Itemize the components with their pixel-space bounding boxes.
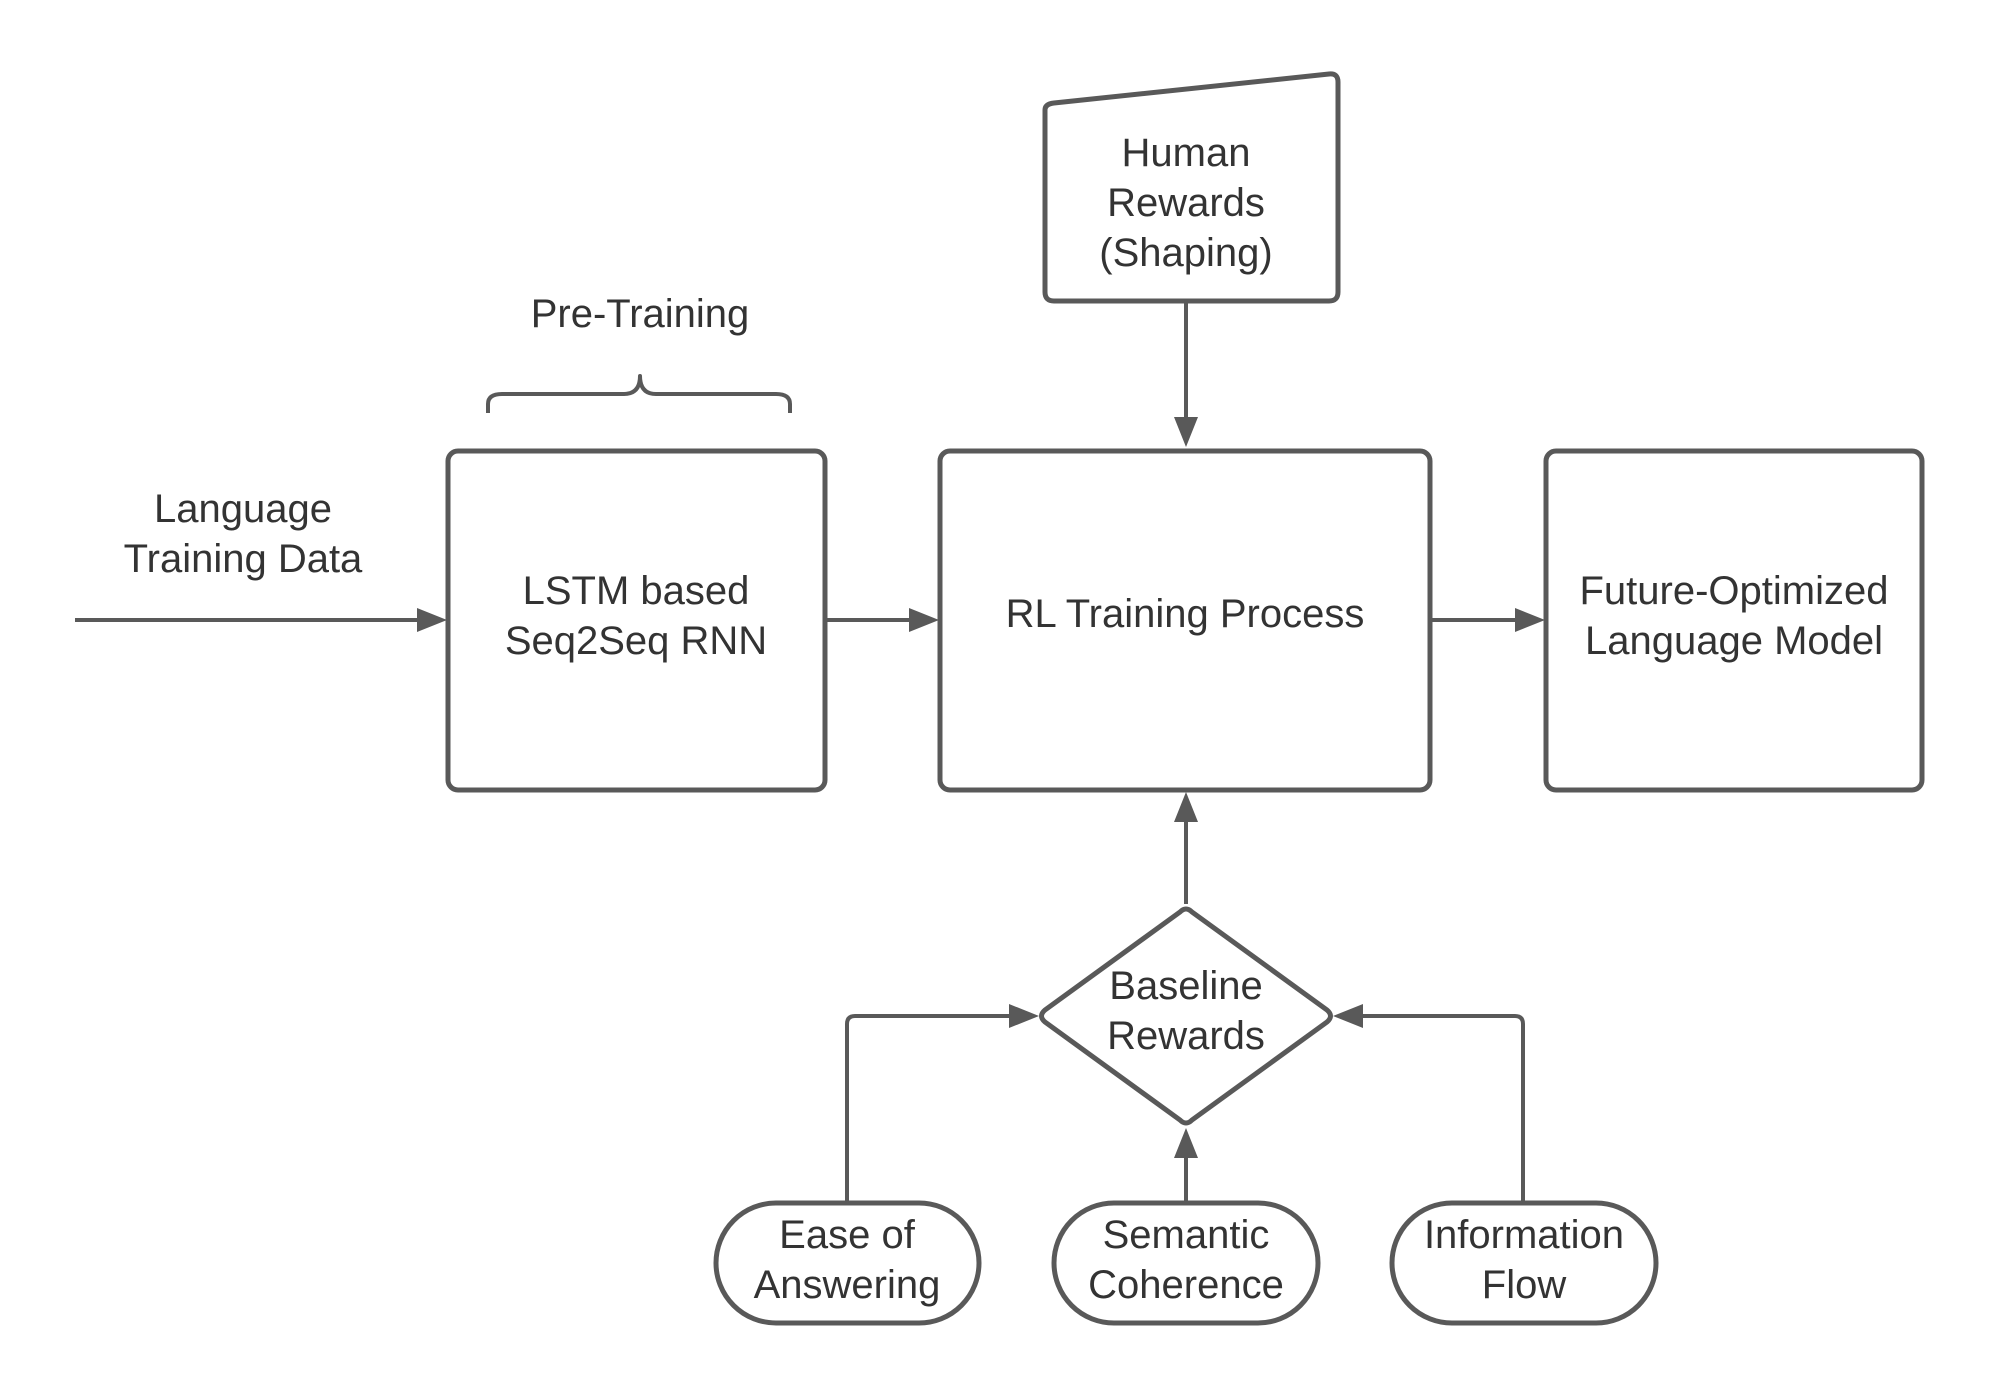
human-rewards-node: Human Rewards (Shaping): [1042, 71, 1341, 304]
semantic-coherence-node: Semantic Coherence: [1051, 1200, 1321, 1326]
arrowhead-input-to-lstm: [417, 608, 447, 632]
semantic-coherence-pill: [1051, 1200, 1321, 1326]
future-optimized-box: [1543, 448, 1925, 793]
ease-of-answering-label-line2: Answering: [754, 1263, 941, 1307]
arrowhead-baseline-to-rl: [1174, 792, 1198, 822]
rl-training-node: RL Training Process: [937, 448, 1433, 793]
lstm-seq2seq-box: [445, 448, 828, 793]
rl-training-box: [937, 448, 1433, 793]
ease-of-answering-node: Ease of Answering: [713, 1200, 982, 1326]
arrowhead-rl-to-model: [1515, 608, 1545, 632]
arrowhead-human-to-rl: [1174, 417, 1198, 447]
semantic-coherence-label-line1: Semantic: [1103, 1213, 1270, 1257]
ease-of-answering-pill: [713, 1200, 982, 1326]
information-flow-label-line1: Information: [1424, 1213, 1624, 1257]
human-rewards-label-line3: (Shaping): [1099, 231, 1272, 275]
language-training-data-label: Language: [154, 487, 332, 531]
edge-ease-to-baseline: [845, 1014, 1012, 1201]
human-rewards-shape: [1042, 71, 1341, 304]
lstm-seq2seq-node: LSTM based Seq2Seq RNN: [445, 448, 828, 793]
lstm-seq2seq-label-line2: Seq2Seq RNN: [505, 619, 767, 663]
lstm-seq2seq-label-line1: LSTM based: [523, 569, 750, 613]
ease-of-answering-label-line1: Ease of: [779, 1213, 916, 1257]
future-optimized-label-line2: Language Model: [1585, 619, 1883, 663]
arrowhead-lstm-to-rl: [909, 608, 939, 632]
pre-training-brace: [486, 374, 792, 413]
baseline-rewards-label-line2: Rewards: [1107, 1014, 1265, 1058]
future-optimized-label-line1: Future-Optimized: [1580, 569, 1889, 613]
baseline-rewards-label-line1: Baseline: [1109, 964, 1262, 1008]
semantic-coherence-label-line2: Coherence: [1088, 1263, 1284, 1307]
baseline-rewards-diamond: [1039, 906, 1333, 1126]
edge-information-to-baseline: [1360, 1014, 1525, 1201]
human-rewards-label-line2: Rewards: [1107, 181, 1265, 225]
arrowhead-information-to-baseline: [1333, 1004, 1363, 1028]
human-rewards-label-line1: Human: [1122, 131, 1251, 175]
arrowhead-ease-to-baseline: [1009, 1004, 1039, 1028]
arrowhead-semantic-to-baseline: [1174, 1128, 1198, 1158]
future-optimized-node: Future-Optimized Language Model: [1543, 448, 1925, 793]
baseline-rewards-node: Baseline Rewards: [1039, 906, 1333, 1126]
information-flow-label-line2: Flow: [1482, 1263, 1567, 1307]
rl-training-label: RL Training Process: [1006, 592, 1365, 636]
information-flow-pill: [1389, 1200, 1659, 1326]
pre-training-label: Pre-Training: [531, 292, 750, 336]
language-training-data-label-line2: Training Data: [124, 537, 363, 581]
information-flow-node: Information Flow: [1389, 1200, 1659, 1326]
